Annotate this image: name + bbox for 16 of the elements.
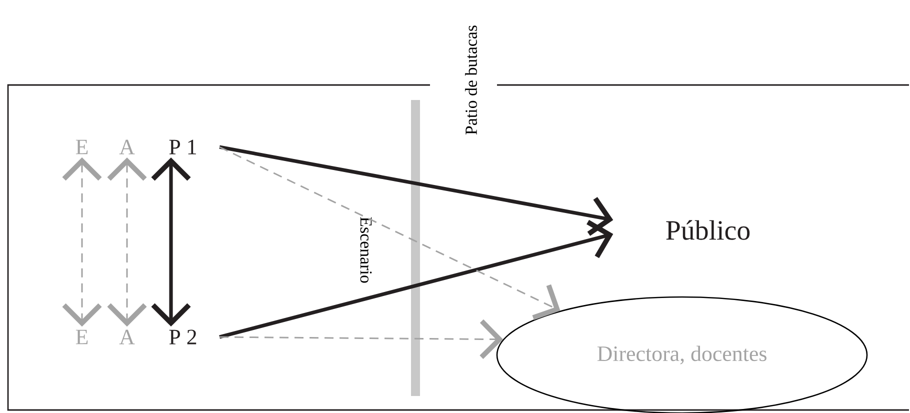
seating-label: Patio de butacas [465, 26, 477, 135]
letter-label: E [76, 330, 88, 344]
audience-label: Público [666, 220, 750, 240]
arrow [107, 157, 147, 327]
arrow [62, 157, 102, 327]
arrow [219, 220, 614, 339]
participant-label: P 2 [169, 330, 196, 344]
arrow [219, 146, 560, 320]
letter-label: A [119, 140, 135, 154]
arrow [151, 157, 191, 327]
participant-label: P 1 [169, 140, 196, 154]
stage-label: Escenario [360, 217, 372, 283]
letter-label: E [76, 140, 88, 154]
letter-label: A [119, 330, 135, 344]
arrow [220, 319, 504, 359]
arrow [219, 145, 614, 236]
